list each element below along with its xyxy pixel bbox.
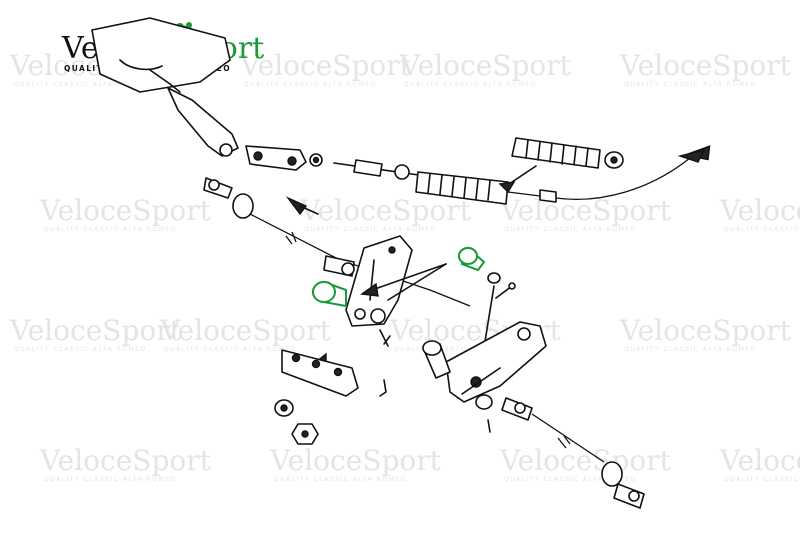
watermark-subtext: QUALITY CLASSIC ALFA ROMEO bbox=[244, 81, 377, 88]
watermark-text: VeloceSport bbox=[299, 194, 472, 227]
watermark-text: VeloceSport bbox=[269, 444, 442, 477]
watermark-text: VeloceSport bbox=[619, 49, 792, 82]
rubber-boot bbox=[498, 137, 624, 194]
watermark-subtext: QUALITY CLASSIC ALFA ROMEO bbox=[304, 226, 437, 233]
watermark-subtext: QUALITY CLASSIC ALFA ROMEO bbox=[504, 476, 637, 483]
highlighted-bushing-left bbox=[312, 280, 347, 308]
watermark-subtext: QUALITY CLASSIC ALFA ROMEO bbox=[504, 226, 637, 233]
rear-cable-end bbox=[501, 397, 645, 509]
clamp-plate bbox=[281, 349, 359, 397]
watermark-subtext: QUALITY CLASSIC ALFA ROMEO bbox=[624, 346, 757, 353]
watermark-text: VeloceSport bbox=[39, 194, 212, 227]
lever-bracket-left bbox=[345, 235, 413, 397]
watermark-text: VeloceSport bbox=[719, 194, 800, 227]
spring-tube bbox=[333, 145, 711, 205]
watermark-text: VeloceSport bbox=[239, 49, 412, 82]
watermark-subtext: QUALITY CLASSIC ALFA ROMEO bbox=[394, 346, 527, 353]
watermark-text: VeloceSport bbox=[9, 314, 182, 347]
watermark-subtext: QUALITY CLASSIC ALFA ROMEO bbox=[44, 476, 177, 483]
watermark-subtext: QUALITY CLASSIC ALFA ROMEO bbox=[14, 81, 147, 88]
highlighted-bushing-right bbox=[458, 246, 486, 272]
link-plate bbox=[245, 145, 323, 171]
watermark-text: VeloceSport bbox=[159, 314, 332, 347]
watermark-subtext: QUALITY CLASSIC ALFA ROMEO bbox=[724, 476, 800, 483]
watermark-text: VeloceSport bbox=[399, 49, 572, 82]
lever-bracket-right bbox=[422, 321, 547, 403]
watermark-subtext: QUALITY CLASSIC ALFA ROMEO bbox=[14, 346, 147, 353]
watermark-subtext: QUALITY CLASSIC ALFA ROMEO bbox=[724, 226, 800, 233]
watermark-subtext: QUALITY CLASSIC ALFA ROMEO bbox=[164, 346, 297, 353]
watermark-text: VeloceSport bbox=[39, 444, 212, 477]
watermark-subtext: QUALITY CLASSIC ALFA ROMEO bbox=[44, 226, 177, 233]
nuts-and-washers bbox=[274, 272, 501, 445]
watermark-subtext: QUALITY CLASSIC ALFA ROMEO bbox=[404, 81, 537, 88]
watermark-subtext: QUALITY CLASSIC ALFA ROMEO bbox=[624, 81, 757, 88]
pedal-bracket bbox=[91, 17, 239, 157]
cotter-pins bbox=[383, 282, 516, 433]
watermark-text: VeloceSport bbox=[719, 444, 800, 477]
watermark-text: VeloceSport bbox=[619, 314, 792, 347]
watermark-subtext: QUALITY CLASSIC ALFA ROMEO bbox=[274, 476, 407, 483]
